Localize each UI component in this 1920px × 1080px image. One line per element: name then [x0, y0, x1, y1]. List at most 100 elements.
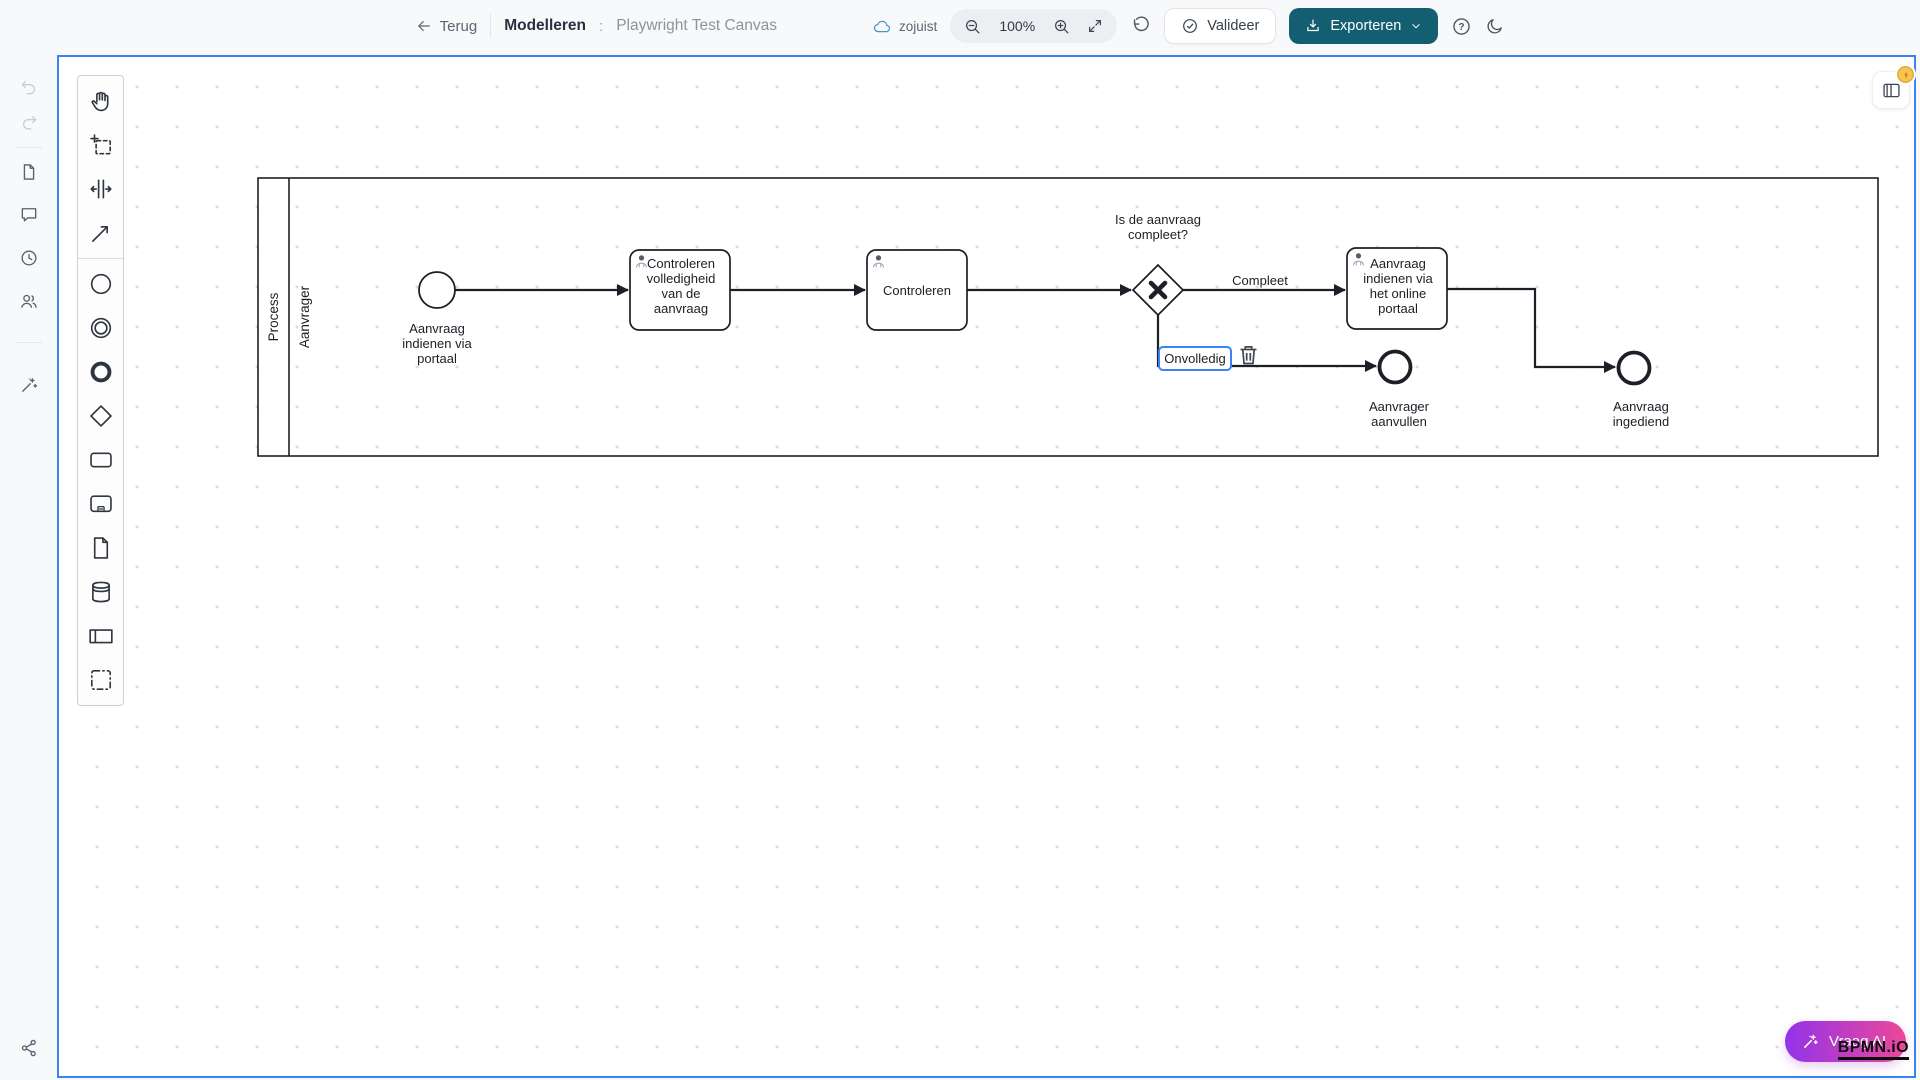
- task-controleren[interactable]: Controleren: [867, 250, 967, 330]
- svg-text:portaal: portaal: [417, 351, 457, 366]
- download-icon: [1304, 17, 1322, 35]
- users-icon: [19, 291, 39, 311]
- title-separator: :: [599, 18, 603, 35]
- reset-view-button[interactable]: [1130, 16, 1151, 37]
- palette-create-task[interactable]: [78, 438, 123, 482]
- gateway-icon: [88, 403, 114, 429]
- palette-create-end-event[interactable]: [78, 350, 123, 394]
- lasso-icon: [88, 132, 114, 158]
- toolbar-divider: [490, 14, 491, 38]
- start-event[interactable]: [419, 272, 455, 308]
- svg-text:aanvraag: aanvraag: [654, 301, 708, 316]
- pool-label[interactable]: Process: [266, 292, 281, 341]
- cloud-icon: [873, 17, 892, 36]
- data-store-icon: [88, 579, 114, 605]
- palette-hand-tool[interactable]: [78, 79, 123, 123]
- theme-toggle-button[interactable]: [1485, 16, 1505, 36]
- svg-text:Aanvraag: Aanvraag: [409, 321, 465, 336]
- topbar: Terug Modelleren : Playwright Test Canva…: [0, 0, 1920, 52]
- redo-button[interactable]: [12, 106, 46, 140]
- svg-text:compleet?: compleet?: [1128, 227, 1188, 242]
- palette-create-participant[interactable]: [78, 614, 123, 658]
- comments-button[interactable]: [12, 198, 46, 232]
- task-aanvraag-indienen-online[interactable]: Aanvraag indienen via het online portaal: [1347, 248, 1447, 329]
- task-icon: [88, 447, 114, 473]
- connect-arrow-icon: [88, 220, 114, 246]
- help-button[interactable]: ?: [1451, 16, 1472, 37]
- credits-badge: [1895, 64, 1916, 85]
- palette-create-intermediate-event[interactable]: [78, 306, 123, 350]
- bpmn-diagram: Process Aanvrager Compleet Aanvraag indi…: [59, 57, 1914, 1076]
- document-icon: [19, 162, 39, 182]
- back-button[interactable]: Terug: [415, 17, 478, 35]
- help-icon: ?: [1451, 16, 1472, 37]
- palette-divider: [78, 258, 123, 259]
- fit-viewport-button[interactable]: [1086, 17, 1104, 35]
- validate-button[interactable]: Valideer: [1164, 8, 1276, 44]
- palette-create-data-store[interactable]: [78, 570, 123, 614]
- reset-icon: [1130, 16, 1151, 37]
- redo-icon: [19, 113, 39, 133]
- flow-label-compleet[interactable]: Compleet: [1232, 273, 1288, 288]
- svg-text:aanvullen: aanvullen: [1371, 414, 1427, 429]
- export-label: Exporteren: [1330, 18, 1401, 34]
- palette-create-group[interactable]: [78, 658, 123, 702]
- palette-global-connect-tool[interactable]: [78, 211, 123, 255]
- space-tool-icon: [88, 176, 114, 202]
- zoom-out-icon: [963, 17, 982, 36]
- moon-icon: [1485, 16, 1505, 36]
- modeler-canvas[interactable]: Process Aanvrager Compleet Aanvraag indi…: [57, 55, 1916, 1078]
- palette-lasso-tool[interactable]: [78, 123, 123, 167]
- hand-icon: [88, 88, 114, 114]
- group-icon: [88, 667, 114, 693]
- start-event-icon: [88, 271, 114, 297]
- end-event-aanvraag-ingediend[interactable]: [1619, 353, 1650, 384]
- share-button[interactable]: [12, 1031, 46, 1065]
- svg-text:Controleren: Controleren: [883, 283, 951, 298]
- expand-icon: [1086, 17, 1104, 35]
- zoom-in-button[interactable]: [1052, 17, 1071, 36]
- svg-text:Aanvrager: Aanvrager: [1369, 399, 1430, 414]
- svg-text:Is de aanvraag: Is de aanvraag: [1115, 212, 1201, 227]
- zoom-out-button[interactable]: [963, 17, 982, 36]
- svg-text:van de: van de: [661, 286, 700, 301]
- properties-panel-toggle[interactable]: [1872, 71, 1910, 109]
- save-status-label: zojuist: [899, 19, 937, 34]
- files-button[interactable]: [12, 155, 46, 189]
- collaborators-button[interactable]: [12, 284, 46, 318]
- zoom-controls: 100%: [950, 9, 1117, 43]
- palette-space-tool[interactable]: [78, 167, 123, 211]
- svg-text:het online: het online: [1370, 286, 1426, 301]
- clock-icon: [19, 248, 39, 268]
- end-event-1-label[interactable]: Aanvrager aanvullen: [1369, 399, 1430, 429]
- share-icon: [19, 1038, 39, 1058]
- palette-create-data-object[interactable]: [78, 526, 123, 570]
- svg-text:portaal: portaal: [1378, 301, 1418, 316]
- history-button[interactable]: [12, 241, 46, 275]
- task-controleren-volledigheid[interactable]: Controleren volledigheid van de aanvraag: [630, 250, 730, 330]
- palette-create-subprocess[interactable]: [78, 482, 123, 526]
- flow-label-onvolledig-editbox[interactable]: Onvolledig: [1159, 347, 1231, 370]
- page-title: Modelleren: [504, 17, 586, 35]
- palette-create-start-event[interactable]: [78, 262, 123, 306]
- end-event-2-label[interactable]: Aanvraag ingediend: [1613, 399, 1669, 429]
- data-object-icon: [88, 535, 114, 561]
- end-event-icon: [88, 359, 114, 385]
- intermediate-event-icon: [88, 315, 114, 341]
- ai-tools-button[interactable]: [12, 368, 46, 402]
- bpmn-io-watermark[interactable]: BPMN.iO: [1838, 1040, 1909, 1060]
- zoom-in-icon: [1052, 17, 1071, 36]
- palette-create-gateway[interactable]: [78, 394, 123, 438]
- lane-label[interactable]: Aanvrager: [297, 285, 312, 348]
- subprocess-icon: [88, 491, 114, 517]
- export-button[interactable]: Exporteren: [1289, 8, 1438, 44]
- svg-text:indienen via: indienen via: [402, 336, 472, 351]
- undo-button[interactable]: [12, 71, 46, 105]
- svg-text:Controleren: Controleren: [647, 256, 715, 271]
- validate-label: Valideer: [1207, 18, 1259, 34]
- check-circle-icon: [1181, 17, 1199, 35]
- undo-icon: [19, 78, 39, 98]
- magic-wand-icon: [1801, 1032, 1820, 1051]
- end-event-aanvrager-aanvullen[interactable]: [1380, 352, 1411, 383]
